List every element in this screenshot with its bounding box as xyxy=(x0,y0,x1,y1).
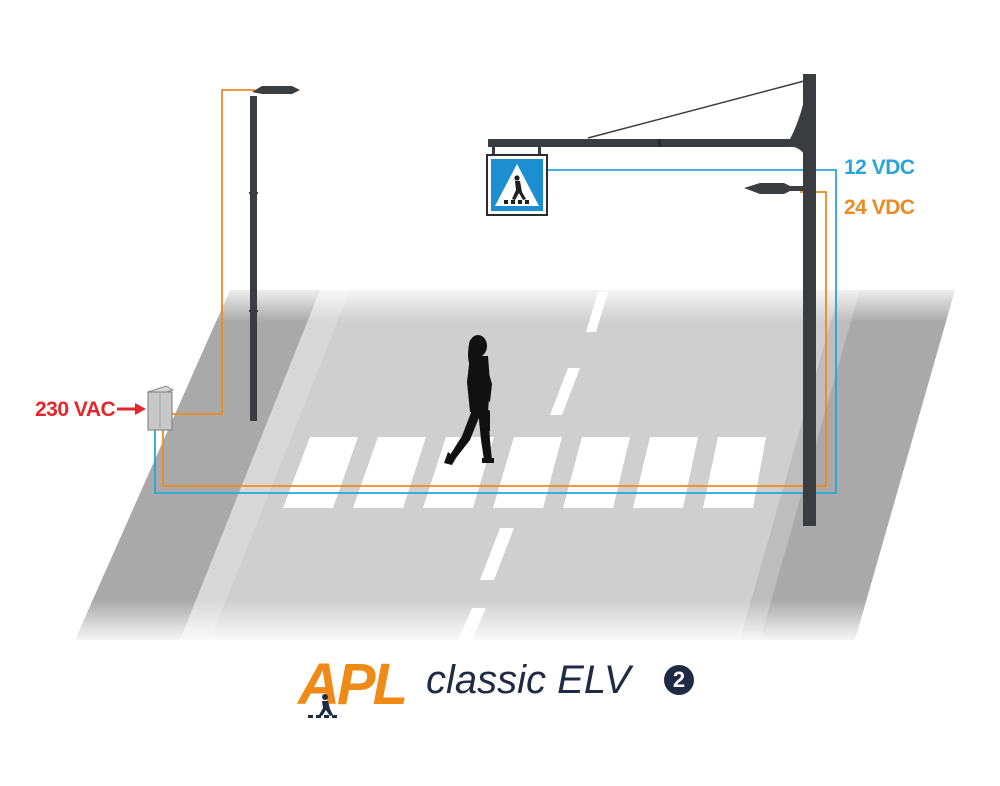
left-curb xyxy=(180,290,350,640)
cable-24vdc-loop xyxy=(162,191,827,487)
left-sidewalk xyxy=(75,290,345,640)
product-logo: APL classic ELV 2 xyxy=(298,655,718,725)
road-surface xyxy=(200,290,935,640)
walking-woman-icon xyxy=(444,335,494,465)
control-box xyxy=(146,385,175,431)
right-sidewalk xyxy=(740,290,955,640)
apl-brand-logo: APL xyxy=(298,652,408,717)
cables xyxy=(154,89,837,494)
zebra-crossing xyxy=(283,437,766,508)
mains-arrow xyxy=(117,403,146,415)
product-name: classic ELV xyxy=(426,658,631,702)
cable-24vdc-left-pole xyxy=(172,89,255,415)
label-230vac: 230 VAC xyxy=(35,398,116,421)
label-24vdc: 24 VDC xyxy=(844,196,915,219)
left-street-light xyxy=(249,86,300,421)
road xyxy=(75,290,955,640)
pedestrian-crossing-sign-icon xyxy=(486,154,548,216)
cable-12vdc-loop xyxy=(154,169,837,494)
right-curb xyxy=(740,290,860,640)
label-12vdc: 12 VDC xyxy=(844,156,915,179)
gantry-pole xyxy=(488,74,816,526)
version-badge: 2 xyxy=(664,665,694,695)
pedestrian-logo-icon xyxy=(308,694,337,718)
